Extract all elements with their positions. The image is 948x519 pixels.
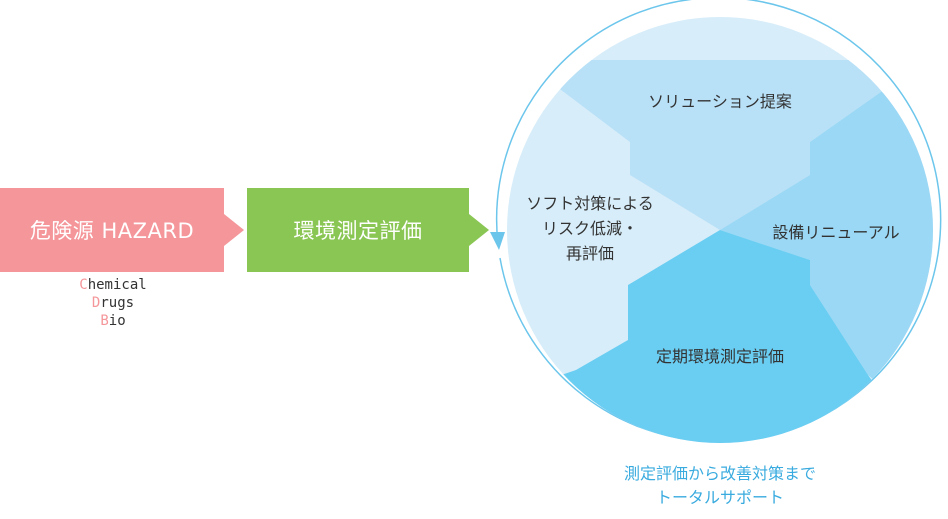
segment-left-label-line-2: リスク低減・ — [542, 219, 638, 238]
segment-bottom — [507, 230, 928, 443]
hazard-type-chemical: Chemical — [79, 277, 147, 293]
segment-top-label: ソリューション提案 — [648, 92, 792, 111]
caption-line-2: トータルサポート — [655, 488, 784, 507]
segment-right-label: 設備リニューアル — [772, 223, 899, 242]
improvement-cycle: ソリューション提案 設備リニューアル 定期環境測定評価 ソフト対策による リスク… — [490, 0, 942, 443]
cycle-ring — [495, 0, 942, 443]
hazard-label: 危険源 HAZARD — [29, 219, 195, 243]
segment-top — [548, 60, 898, 230]
segment-left-label-line-3: 再評価 — [566, 244, 614, 263]
segment-bottom-label: 定期環境測定評価 — [656, 347, 784, 366]
hazard-box: 危険源 HAZARD — [0, 188, 224, 272]
caption-line-1: 測定評価から改善対策まで — [623, 464, 816, 483]
measurement-label: 環境測定評価 — [293, 219, 423, 243]
hazard-type-bio: Bio — [100, 313, 126, 329]
hazard-arrow-tip — [224, 214, 244, 246]
cycle-ring-arrowhead — [490, 232, 505, 250]
segment-right — [720, 80, 933, 400]
measurement-box: 環境測定評価 — [247, 188, 469, 272]
hazard-type-drugs: Drugs — [91, 295, 135, 311]
segment-left-label-line-1: ソフト対策による — [526, 194, 654, 213]
measurement-arrow-tip — [469, 214, 489, 246]
